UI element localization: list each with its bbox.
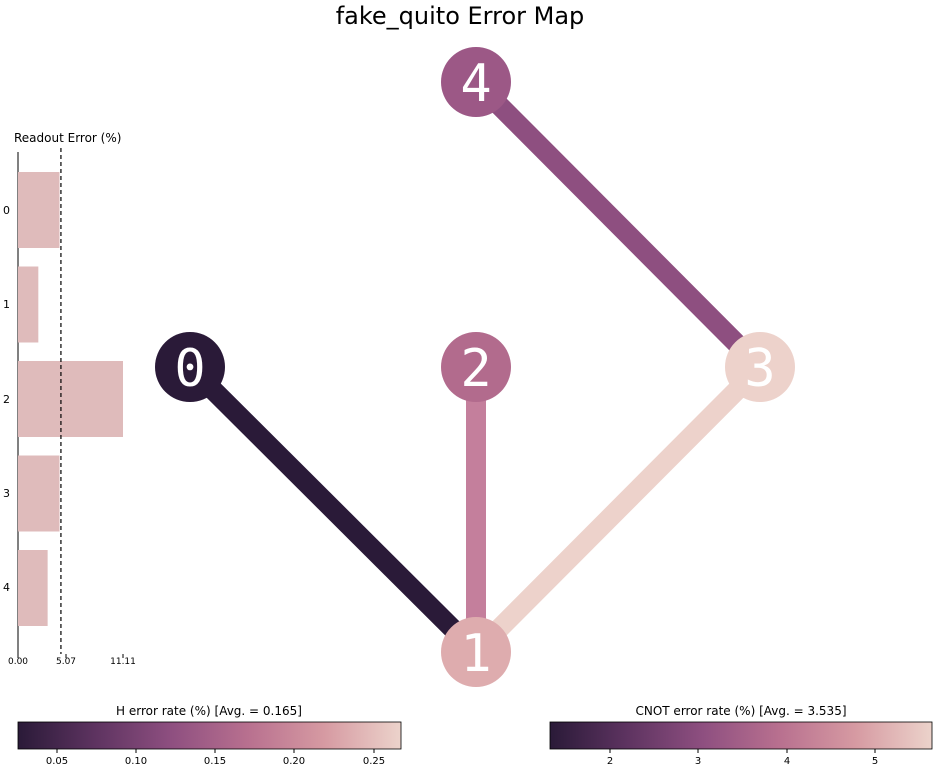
h-colorbar [17, 721, 402, 750]
h-colorbar-tick-1: 0.10 [124, 756, 148, 767]
qubit-label-2: 2 [460, 339, 491, 399]
readout-error-title: Readout Error (%) [14, 131, 122, 145]
qubit-label-4: 4 [460, 54, 491, 114]
readout-qubit-label-2: 2 [3, 393, 10, 406]
qubit-node-0 [155, 332, 225, 402]
qubit-node-2 [441, 332, 511, 402]
readout-qubit-label-0: 0 [3, 204, 10, 217]
readout-bar-2 [18, 361, 123, 437]
readout-qubit-label-3: 3 [3, 487, 10, 500]
cnot-colorbar-tick-1: 3 [694, 756, 702, 767]
readout-qubit-label-1: 1 [3, 298, 10, 311]
readout-bar-3 [18, 455, 60, 532]
qubit-label-3: 3 [744, 339, 775, 399]
cnot-colorbar-tick-3: 5 [871, 756, 879, 767]
h-colorbar-tick-0: 0.05 [45, 756, 69, 767]
h-colorbar-tick-4: 0.25 [362, 756, 386, 767]
h-colorbar-tick-2: 0.15 [203, 756, 227, 767]
readout-bar-1 [18, 266, 39, 343]
readout-bar-4 [18, 550, 48, 626]
readout-qubit-label-4: 4 [3, 581, 10, 594]
coupling-edge-4-3 [468, 74, 768, 375]
coupling-edge-3-1 [468, 359, 768, 660]
h-colorbar-tick-3: 0.20 [282, 756, 306, 767]
coupling-edge-0-1 [182, 359, 484, 660]
page-title: fake_quito Error Map [335, 2, 585, 30]
qubit-label-1: 1 [460, 624, 491, 684]
cnot-colorbar-tick-2: 4 [783, 756, 791, 767]
qubit-node-4 [441, 47, 511, 117]
h-colorbar-label: H error rate (%) [Avg. = 0.165] [116, 704, 302, 718]
qubit-node-3 [725, 332, 795, 402]
readout-bar-0 [18, 172, 60, 248]
cnot-colorbar-label: CNOT error rate (%) [Avg. = 3.535] [635, 704, 847, 718]
cnot-colorbar-tick-0: 2 [606, 756, 614, 767]
readout-xtick-2: 11.11 [110, 657, 136, 667]
readout-xtick-1: 5.07 [55, 657, 77, 667]
qubit-node-1 [441, 617, 511, 687]
qubit-label-0: 0 [174, 339, 205, 399]
readout-xtick-0: 0.00 [7, 657, 29, 667]
cnot-colorbar [549, 721, 933, 750]
